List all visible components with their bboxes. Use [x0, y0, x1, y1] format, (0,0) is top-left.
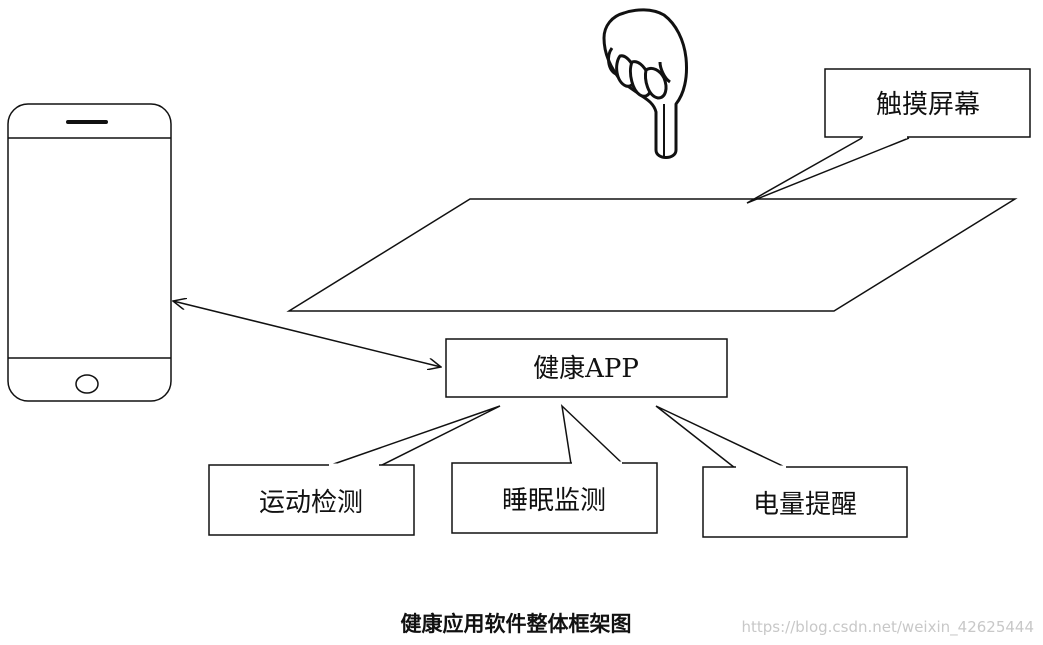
pointing-hand-icon	[602, 8, 688, 159]
watermark-text: https://blog.csdn.net/weixin_42625444	[741, 618, 1034, 637]
sleep-monitoring-callout: 睡眠监测	[451, 403, 658, 534]
exercise-detection-callout: 运动检测	[208, 405, 501, 536]
bidirectional-arrow	[173, 301, 441, 367]
battery-reminder-label: 电量提醒	[753, 490, 857, 520]
health-app-box: 健康APP	[445, 338, 728, 398]
touch-screen-panel	[286, 198, 1018, 312]
exercise-detection-label: 运动检测	[259, 488, 363, 518]
figure-caption: 健康应用软件整体框架图	[401, 611, 632, 636]
touch-screen-callout: 触摸屏幕	[746, 68, 1031, 204]
battery-reminder-callout: 电量提醒	[655, 405, 908, 538]
touch-screen-label: 触摸屏幕	[876, 90, 980, 120]
phone-icon	[7, 103, 172, 402]
health-app-label: 健康APP	[533, 354, 639, 384]
sleep-monitoring-label: 睡眠监测	[502, 486, 606, 516]
